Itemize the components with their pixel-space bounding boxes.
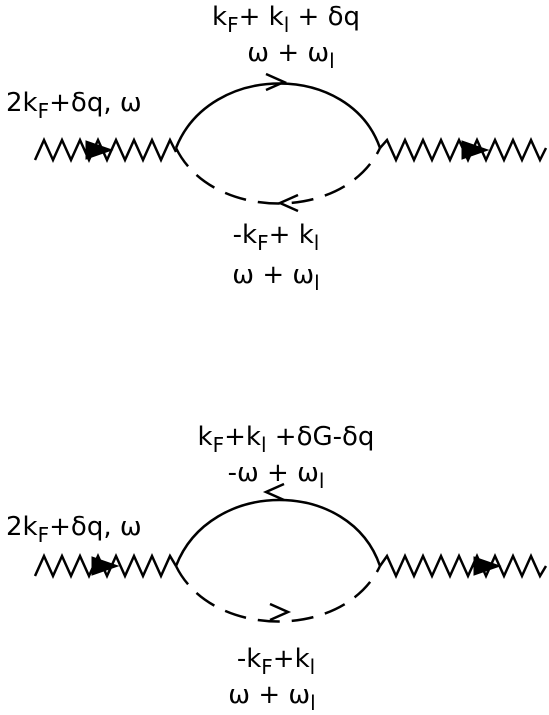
bottom-upper-momentum-label: kF+kl +δG-δq [197,422,375,457]
top-incoming-arrow [85,140,114,160]
top-incoming-wavy-line [33,136,178,164]
bottom-outgoing-wavy-line [378,552,548,580]
bottom-upper-arrow [262,482,285,502]
bottom-upper-frequency-label: -ω + ωl [227,458,325,493]
top-lower-dashed-propagator [174,147,382,205]
top-lower-momentum-label: -kF+ kl [232,220,320,255]
top-upper-frequency-label: ω + ωl [247,38,335,73]
top-upper-momentum-label: kF+ kl + δq [212,2,360,37]
bottom-incoming-label: 2kF+δq, ω [6,512,142,547]
top-lower-arrow [276,193,299,213]
bottom-lower-arrow [269,602,292,622]
bottom-outgoing-arrow [473,556,502,576]
bottom-lower-frequency-label: ω + ωl [228,680,316,715]
top-upper-arrow [265,72,288,92]
bottom-lower-momentum-label: -kF+kl [236,644,316,679]
bottom-incoming-wavy-line [33,552,178,580]
bottom-upper-solid-propagator [174,498,382,567]
bottom-incoming-arrow [91,556,120,576]
top-upper-solid-propagator [174,82,382,149]
top-incoming-label: 2kF+δq, ω [6,88,142,123]
top-lower-frequency-label: ω + ωl [232,260,320,295]
top-outgoing-arrow [461,140,490,160]
bottom-lower-dashed-propagator [174,565,382,623]
